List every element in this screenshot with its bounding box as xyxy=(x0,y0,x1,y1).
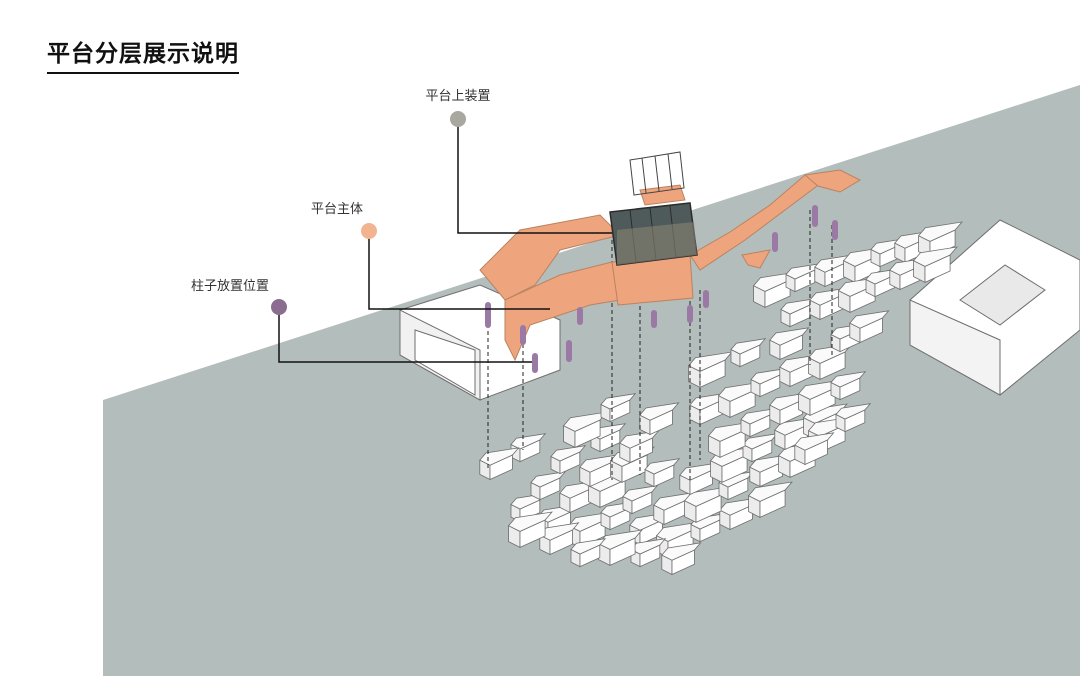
house xyxy=(740,408,777,438)
callout-dot-device xyxy=(450,111,466,127)
house xyxy=(730,338,767,368)
house xyxy=(597,529,643,567)
house xyxy=(679,462,720,496)
house xyxy=(600,393,637,423)
house xyxy=(661,542,702,576)
building-cluster xyxy=(479,221,963,576)
ground-plane xyxy=(103,85,1080,676)
house xyxy=(622,485,659,515)
callout-dot-columns xyxy=(271,299,287,315)
callout-label-columns: 柱子放置位置 xyxy=(191,279,269,294)
house xyxy=(687,351,733,389)
house xyxy=(639,402,680,436)
house xyxy=(912,246,958,284)
house xyxy=(750,368,787,398)
house xyxy=(742,433,779,463)
house xyxy=(539,522,580,556)
house xyxy=(570,538,607,568)
house xyxy=(769,327,810,361)
lattice-frame xyxy=(629,151,685,196)
house xyxy=(644,458,681,488)
house xyxy=(814,254,855,288)
house xyxy=(530,471,567,501)
house xyxy=(690,513,727,543)
house xyxy=(630,538,667,568)
house xyxy=(507,511,553,549)
house xyxy=(849,310,890,344)
house xyxy=(550,445,587,475)
glass-pavilion xyxy=(609,202,698,266)
house xyxy=(794,432,835,466)
house xyxy=(830,371,867,401)
page-title: 平台分层展示说明 xyxy=(47,34,239,74)
callout-dot-platform xyxy=(361,223,377,239)
callout-label-platform: 平台主体 xyxy=(311,202,363,217)
house xyxy=(835,403,872,433)
courtyard-building xyxy=(909,219,1080,396)
platform-body xyxy=(479,169,862,362)
house xyxy=(747,481,793,519)
callout-label-device: 平台上装置 xyxy=(425,89,490,104)
callout-leaders xyxy=(278,119,612,363)
house xyxy=(619,430,660,464)
